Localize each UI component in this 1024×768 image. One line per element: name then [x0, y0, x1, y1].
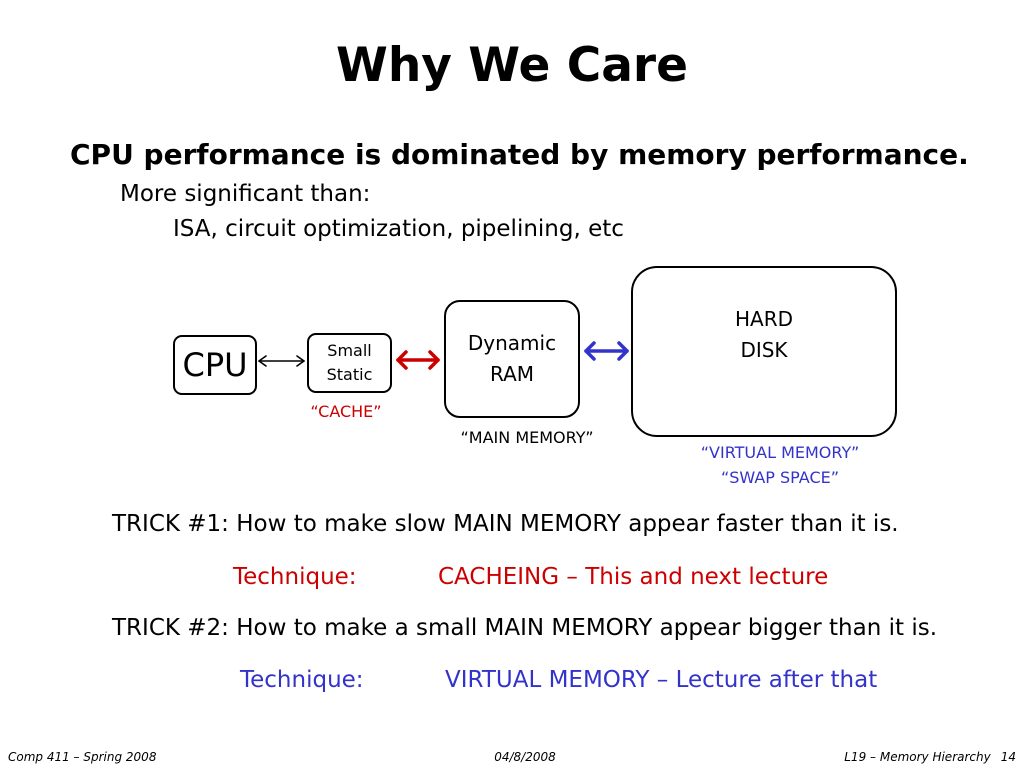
trick-1-technique-label: Technique:	[233, 564, 357, 590]
slide-title: Why We Care	[336, 38, 688, 93]
trick-1-technique: CACHEING – This and next lecture	[438, 564, 829, 590]
cache-box: Small Static	[307, 333, 392, 393]
cache-caption: “CACHE”	[310, 402, 382, 421]
main-point: CPU performance is dominated by memory p…	[70, 138, 969, 171]
cache-box-line2: Static	[326, 365, 373, 384]
trick-2-technique-label: Technique:	[240, 667, 364, 693]
cache-ram-double-arrow-icon	[396, 350, 440, 370]
ram-disk-double-arrow-icon	[584, 341, 629, 361]
cpu-box: CPU	[173, 335, 257, 395]
virtual-memory-caption: “VIRTUAL MEMORY”	[700, 443, 860, 462]
main-memory-box: Dynamic RAM	[444, 300, 580, 418]
cpu-cache-double-arrow-icon	[258, 355, 305, 367]
hard-disk-box: HARD DISK	[631, 266, 897, 437]
trick-2-statement: TRICK #2: How to make a small MAIN MEMOR…	[112, 615, 938, 641]
trick-2-technique: VIRTUAL MEMORY – Lecture after that	[445, 667, 878, 693]
hard-disk-box-line2: DISK	[740, 338, 788, 362]
swap-space-caption: “SWAP SPACE”	[720, 468, 840, 487]
diagram-arrows	[258, 341, 629, 370]
sub-sub-point: ISA, circuit optimization, pipelining, e…	[173, 216, 624, 242]
memory-hierarchy-diagram: CPU Small Static Dynamic RAM HARD DISK	[160, 255, 910, 495]
footer-date: 04/8/2008	[494, 750, 556, 764]
cpu-label: CPU	[182, 346, 248, 384]
trick-1-statement: TRICK #1: How to make slow MAIN MEMORY a…	[112, 511, 899, 537]
sub-point: More significant than:	[120, 181, 371, 207]
footer-course: Comp 411 – Spring 2008	[8, 750, 157, 764]
hard-disk-caption: “VIRTUAL MEMORY” “SWAP SPACE”	[680, 440, 880, 490]
footer-lecture: L19 – Memory Hierarchy	[844, 750, 991, 764]
main-memory-box-line1: Dynamic	[467, 331, 557, 355]
main-memory-caption: “MAIN MEMORY”	[460, 428, 594, 447]
page-number: 14	[1000, 750, 1016, 764]
hard-disk-box-line1: HARD	[734, 307, 794, 331]
footer-lecture-info: L19 – Memory Hierarchy 14	[844, 749, 1016, 765]
main-memory-box-line2: RAM	[489, 362, 535, 386]
cache-box-line1: Small	[327, 341, 372, 360]
